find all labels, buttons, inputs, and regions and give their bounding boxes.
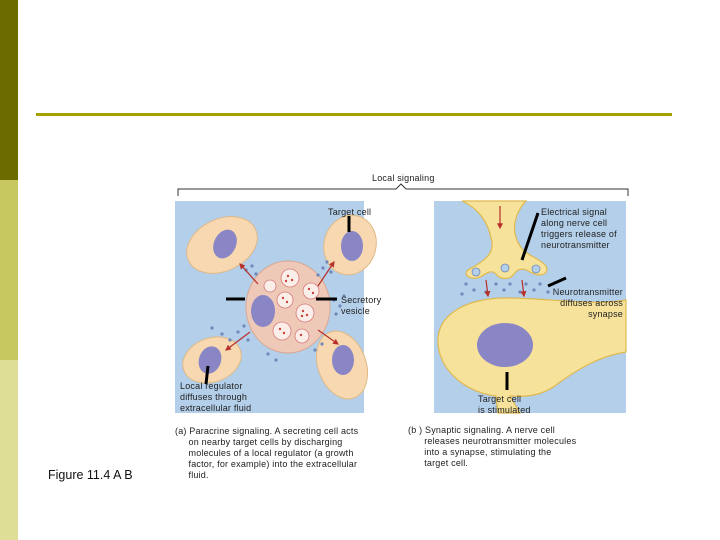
secretory-vesicles xyxy=(263,268,320,344)
target-cell-label: Target cell xyxy=(328,207,371,217)
local-regulator-leader xyxy=(204,365,210,385)
target-cell-right xyxy=(437,297,627,414)
neurotransmitter-arrows xyxy=(484,279,527,298)
electrical-signal-leader xyxy=(520,212,540,261)
figure-label: Figure 11.4 A B xyxy=(48,468,133,482)
target-cell-bottom-right xyxy=(315,330,369,400)
sidebar-stripe-mid xyxy=(0,180,18,360)
sidebar-stripe-dark xyxy=(0,0,18,180)
paracrine-panel xyxy=(175,201,377,413)
local-signaling-bracket xyxy=(177,183,629,196)
synaptic-vesicles xyxy=(471,263,541,277)
target-cell-top-right xyxy=(323,214,377,276)
target-cell-top-left xyxy=(186,216,258,274)
paracrine-caption: (a) Paracrine signaling. A secreting cel… xyxy=(175,426,359,480)
target-cell-nucleus xyxy=(477,323,533,367)
sidebar-stripe-light xyxy=(0,360,18,540)
diagram-heading: Local signaling xyxy=(372,173,435,183)
synaptic-caption: (b ) Synaptic signaling. A nerve cell re… xyxy=(408,425,577,468)
secreting-cell xyxy=(245,260,331,354)
nerve-terminal xyxy=(461,200,548,280)
synaptic-panel xyxy=(434,200,627,414)
diffusion-arrows xyxy=(225,261,339,351)
neurotransmitter-leader xyxy=(547,276,567,288)
title-divider xyxy=(36,113,672,116)
